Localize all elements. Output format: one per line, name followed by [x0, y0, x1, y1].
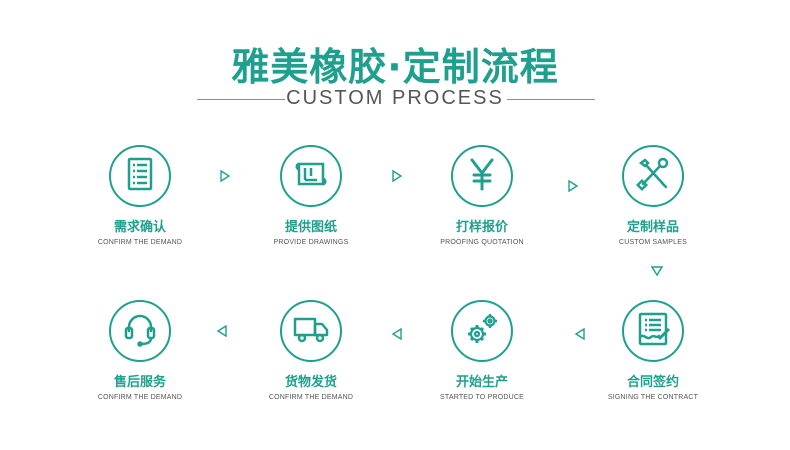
subtitle-right-divider: [507, 99, 595, 100]
page-subtitle: CUSTOM PROCESS: [286, 87, 504, 109]
step-icon-circle: [451, 300, 513, 362]
step-icon-circle: [451, 145, 513, 207]
arrow-right-icon: [219, 170, 231, 182]
step-proofing-quotation: 打样报价 PROOFING QUOTATION: [407, 145, 557, 246]
step-label: 合同签约: [626, 375, 679, 390]
step-icon-circle: [280, 300, 342, 362]
arrow-right-icon: [391, 170, 403, 182]
contract-sign-icon: [633, 309, 673, 354]
step-icon-circle: [280, 145, 342, 207]
step-label-en: PROVIDE DRAWINGS: [273, 239, 349, 246]
step-icon-circle: [109, 145, 171, 207]
step-label-en: CONFIRM THE DEMAND: [97, 239, 183, 246]
document-list-icon: [120, 154, 160, 199]
step-custom-samples: 定制样品 CUSTOM SAMPLES: [578, 145, 728, 246]
wrench-screwdriver-icon: [633, 154, 673, 199]
arrow-left-icon: [216, 325, 228, 337]
yen-sign-icon: [462, 154, 502, 199]
step-label-en: CONFIRM THE DEMAND: [97, 394, 183, 401]
step-label: 需求确认: [113, 220, 166, 235]
step-label-en: CUSTOM SAMPLES: [618, 239, 688, 246]
blueprint-scroll-icon: [291, 154, 331, 199]
step-label: 售后服务: [113, 375, 166, 390]
step-goods-delivery: 货物发货 CONFIRM THE DEMAND: [236, 300, 386, 401]
step-label: 货物发货: [284, 375, 337, 390]
subtitle-row: CUSTOM PROCESS: [0, 87, 790, 111]
step-provide-drawings: 提供图纸 PROVIDE DRAWINGS: [236, 145, 386, 246]
subtitle-left-divider: [197, 99, 285, 100]
step-label: 定制样品: [626, 220, 679, 235]
step-signing-contract: 合同签约 SIGNING THE CONTRACT: [578, 300, 728, 401]
step-label-en: CONFIRM THE DEMAND: [268, 394, 354, 401]
gears-icon: [462, 309, 502, 354]
step-label: 开始生产: [455, 375, 508, 390]
step-icon-circle: [622, 145, 684, 207]
arrow-left-icon: [391, 328, 403, 340]
headset-icon: [120, 309, 160, 354]
arrow-right-icon: [567, 180, 579, 192]
step-icon-circle: [109, 300, 171, 362]
step-after-sales: 售后服务 CONFIRM THE DEMAND: [65, 300, 215, 401]
page-title: 雅美橡胶·定制流程: [231, 45, 559, 89]
step-label-en: SIGNING THE CONTRACT: [607, 394, 699, 401]
step-label: 提供图纸: [284, 220, 337, 235]
arrow-left-icon: [574, 328, 586, 340]
step-label-en: STARTED TO PRODUCE: [440, 394, 524, 401]
delivery-truck-icon: [291, 309, 331, 354]
step-label-en: PROOFING QUOTATION: [440, 239, 524, 246]
step-confirm-demand: 需求确认 CONFIRM THE DEMAND: [65, 145, 215, 246]
step-label: 打样报价: [455, 220, 508, 235]
step-icon-circle: [622, 300, 684, 362]
step-start-production: 开始生产 STARTED TO PRODUCE: [407, 300, 557, 401]
arrow-down-icon: [651, 265, 663, 277]
